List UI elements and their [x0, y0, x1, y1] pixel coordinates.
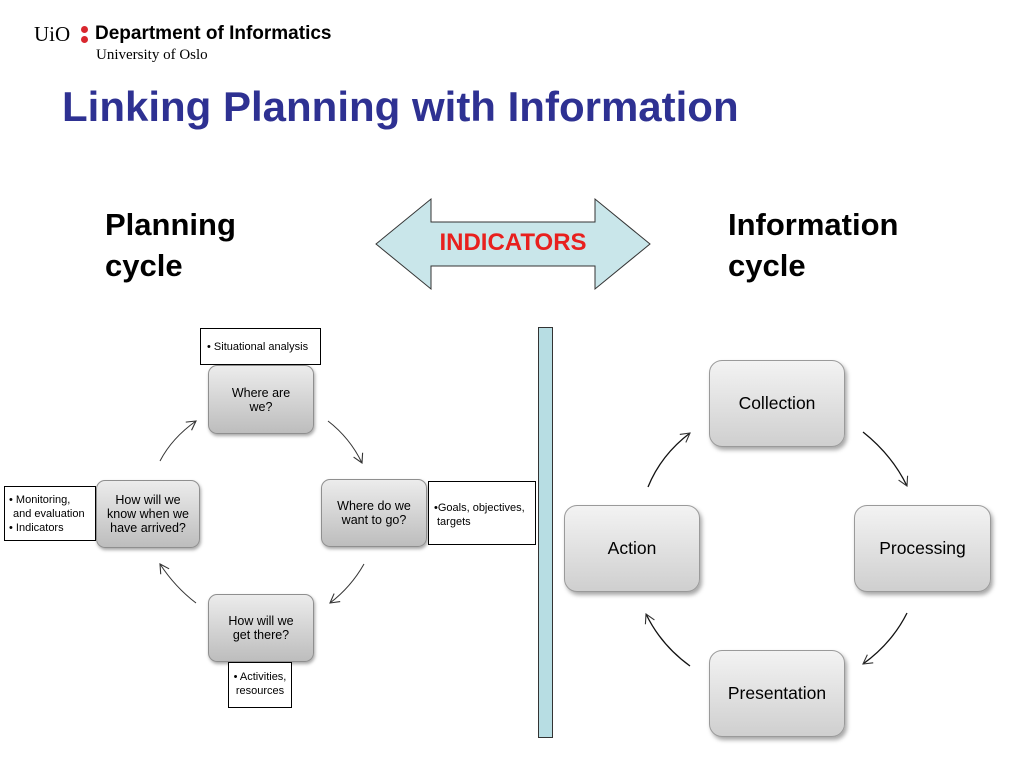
indicators-double-arrow: [375, 197, 651, 291]
university-name: University of Oslo: [96, 47, 208, 63]
slide-title: Linking Planning with Information: [62, 83, 739, 130]
arrow-arrived-to-where-are-we: [159, 420, 197, 462]
arrow-processing-to-presentation: [862, 612, 908, 665]
note-situational-analysis: • Situational analysis: [200, 328, 321, 365]
indicators-label: INDICATORS: [439, 229, 587, 256]
arrow-action-to-collection: [647, 432, 691, 488]
note-activities-resources: • Activities, resources: [228, 662, 292, 708]
planning-cycle-heading: Planning cycle: [105, 207, 236, 283]
arrow-get-there-to-arrived: [159, 563, 197, 604]
box-how-will-we-know-arrived: How will we know when we have arrived?: [96, 480, 200, 548]
divider-bar: [538, 327, 553, 738]
department-name: Department of Informatics: [95, 23, 332, 44]
box-collection: Collection: [709, 360, 845, 447]
box-action: Action: [564, 505, 700, 592]
uio-logo-text: UiO: [34, 22, 71, 46]
arrow-want-to-get-there: [329, 563, 365, 604]
information-cycle-heading: Information cycle: [728, 207, 899, 283]
box-processing: Processing: [854, 505, 991, 592]
box-presentation: Presentation: [709, 650, 845, 737]
note-monitoring-evaluation: • Monitoring, and evaluation • Indicator…: [4, 486, 96, 541]
arrow-where-are-we-to-want: [327, 420, 364, 465]
arrow-presentation-to-action: [644, 612, 691, 667]
note-goals-objectives-targets: •Goals, objectives, targets: [428, 481, 536, 545]
arrow-collection-to-processing: [862, 431, 909, 488]
uio-logo-dots-icon: [81, 26, 88, 43]
